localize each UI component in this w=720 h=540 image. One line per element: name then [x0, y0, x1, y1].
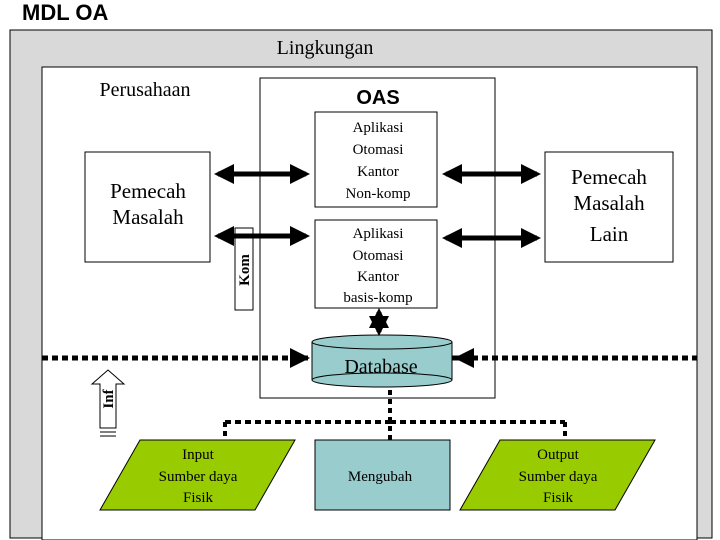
noncomp-app-line: Otomasi — [353, 142, 404, 158]
output-line: Sumber daya — [519, 469, 598, 485]
company-label: Perusahaan — [99, 79, 190, 101]
database-top — [311, 334, 453, 350]
output-line: Fisik — [543, 490, 574, 506]
comp-app-line: basis-komp — [343, 290, 412, 306]
comp-app-line: Kantor — [357, 269, 399, 285]
environment-label: Lingkungan — [277, 37, 374, 59]
output-box — [459, 439, 656, 511]
other-solver-line: Pemecah — [571, 165, 647, 189]
other-solver-box — [544, 151, 674, 263]
problem-solver-line: Pemecah — [110, 179, 186, 203]
slide-title: MDL OA — [22, 0, 109, 25]
inf-arrow — [90, 369, 126, 429]
comp-app-box — [314, 219, 438, 309]
database-label: Database — [344, 356, 417, 378]
input-line: Sumber daya — [159, 469, 238, 485]
inf-label: Inf — [101, 388, 117, 408]
output-line: Output — [537, 447, 580, 463]
comp-app-line: Otomasi — [353, 248, 404, 264]
comp-app-line: Aplikasi — [353, 226, 404, 242]
problem-solver-line: Masalah — [112, 205, 184, 229]
input-line: Fisik — [183, 490, 214, 506]
input-box — [99, 439, 296, 511]
other-solver-line: Masalah — [573, 191, 645, 215]
transform-box — [314, 439, 451, 511]
noncomp-app-line: Non-komp — [346, 186, 411, 202]
problem-solver-box — [84, 151, 211, 263]
oas-label: OAS — [356, 87, 399, 109]
noncomp-app-box — [314, 111, 438, 208]
other-solver-line: Lain — [590, 222, 629, 246]
noncomp-app-line: Aplikasi — [353, 120, 404, 136]
kom-label: Kom — [237, 254, 253, 286]
transform-label: Mengubah — [348, 469, 413, 485]
noncomp-app-line: Kantor — [357, 164, 399, 180]
input-line: Input — [182, 447, 214, 463]
database-bottom — [311, 372, 453, 388]
